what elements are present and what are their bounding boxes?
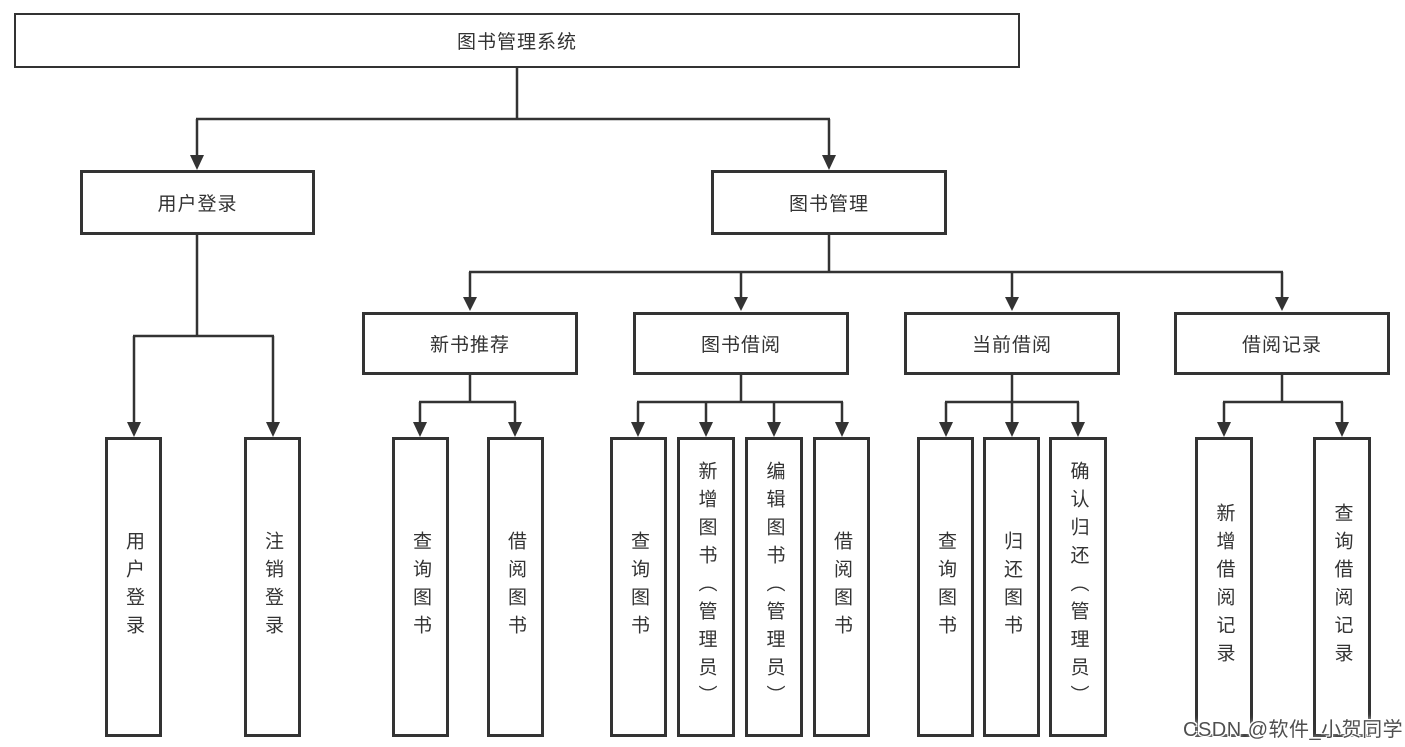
csdn-watermark: CSDN @软件_小贺同学 xyxy=(1183,719,1404,741)
connector-book-borrow-to-leaves xyxy=(631,375,849,437)
node-label: 查询图书 xyxy=(935,531,956,643)
leaf-add-books-admin: 新增图书（管理员） xyxy=(677,437,735,737)
node-borrow-records: 借阅记录 xyxy=(1174,312,1390,375)
node-label: 图书管理系统 xyxy=(456,32,577,53)
leaf-edit-books-admin: 编辑图书（管理员） xyxy=(745,437,803,737)
node-label: 查询图书 xyxy=(628,531,649,643)
leaf-return-books: 归还图书 xyxy=(983,437,1040,737)
leaf-logout-login: 注销登录 xyxy=(244,437,301,737)
node-label: 用户登录 xyxy=(157,194,238,215)
leaf-query-books-book-borrow: 查询图书 xyxy=(610,437,667,737)
node-new-book-recommend: 新书推荐 xyxy=(362,312,578,375)
leaf-confirm-return-admin: 确认归还（管理员） xyxy=(1049,437,1107,737)
leaf-user-login: 用户登录 xyxy=(105,437,162,737)
connector-borrow-records-to-leaves xyxy=(1217,375,1349,437)
node-book-management: 图书管理 xyxy=(711,170,947,235)
node-label: 查询图书 xyxy=(410,531,431,643)
leaf-add-borrow-record: 新增借阅记录 xyxy=(1195,437,1253,737)
node-label: 注销登录 xyxy=(262,531,283,643)
connector-book-management-to-level3 xyxy=(463,235,1289,311)
leaf-query-books-current-borrow: 查询图书 xyxy=(917,437,974,737)
node-label: 图书借阅 xyxy=(700,335,781,356)
node-library-management-system: 图书管理系统 xyxy=(14,13,1020,68)
node-label: 新增借阅记录 xyxy=(1213,503,1235,671)
node-label: 新增图书（管理员） xyxy=(695,461,717,713)
node-current-borrow: 当前借阅 xyxy=(904,312,1120,375)
node-label: 确认归还（管理员） xyxy=(1067,461,1089,713)
node-label: 图书管理 xyxy=(788,194,869,215)
node-label: 用户登录 xyxy=(123,531,144,643)
leaf-borrow-books-book-borrow: 借阅图书 xyxy=(813,437,870,737)
connector-root-to-level2 xyxy=(190,68,836,170)
connector-current-borrow-to-leaves xyxy=(939,375,1085,437)
node-user-login: 用户登录 xyxy=(80,170,315,235)
leaf-borrow-books-new-book: 借阅图书 xyxy=(487,437,544,737)
node-book-borrow: 图书借阅 xyxy=(633,312,849,375)
leaf-query-borrow-record: 查询借阅记录 xyxy=(1313,437,1371,737)
node-label: 编辑图书（管理员） xyxy=(763,461,785,713)
node-label: 借阅记录 xyxy=(1241,335,1322,356)
connector-new-book-to-leaves xyxy=(413,375,522,437)
node-label: 新书推荐 xyxy=(429,335,510,356)
leaf-query-books-new-book: 查询图书 xyxy=(392,437,449,737)
node-label: 归还图书 xyxy=(1001,531,1022,643)
node-label: 借阅图书 xyxy=(831,531,852,643)
node-label: 借阅图书 xyxy=(505,531,526,643)
node-label: 当前借阅 xyxy=(971,335,1052,356)
node-label: 查询借阅记录 xyxy=(1331,503,1353,671)
connector-user-login-to-leaves xyxy=(127,235,280,437)
